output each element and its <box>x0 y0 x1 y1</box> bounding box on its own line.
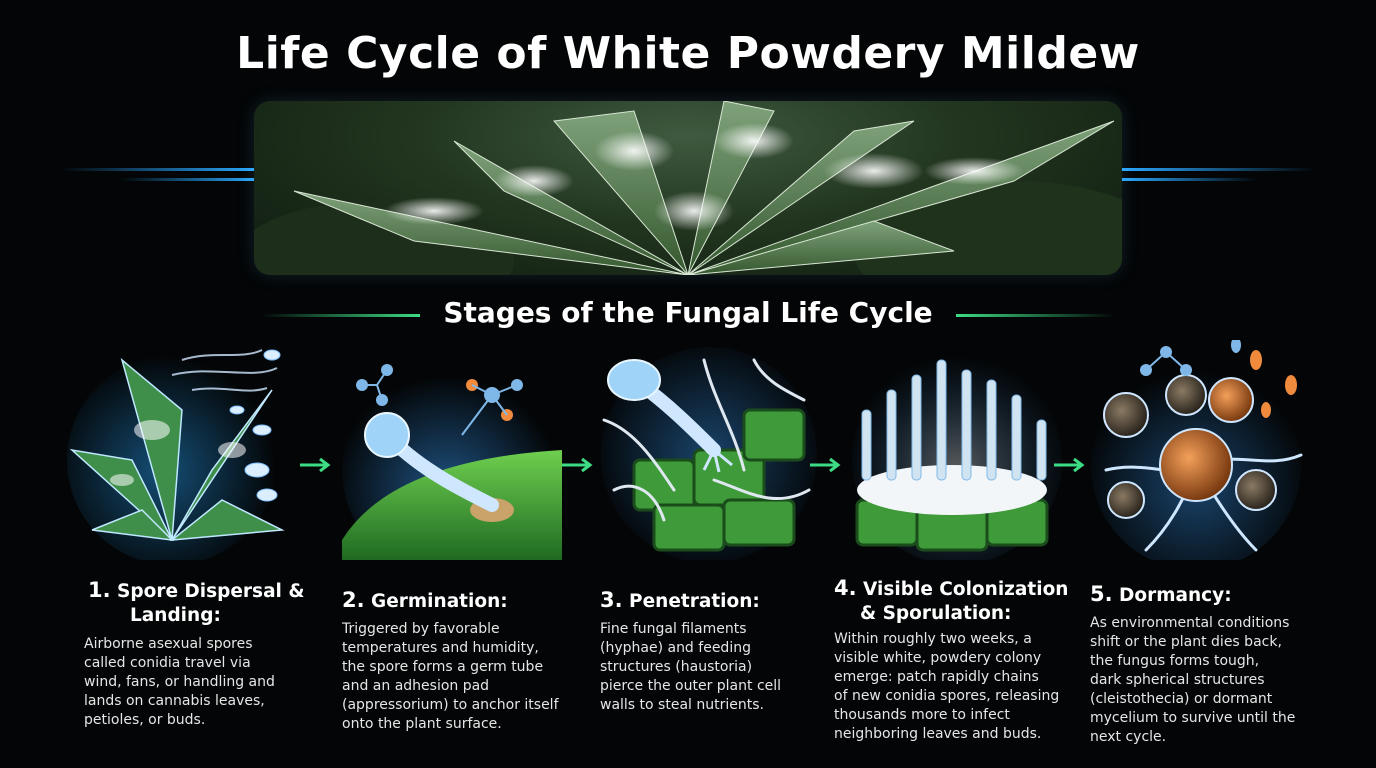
conidia-chains-icon <box>842 340 1072 560</box>
stage-5-description: As environmental conditions shift or the… <box>1090 615 1296 745</box>
stage-3-description: Fine fungal filaments (hyphae) and feedi… <box>600 621 782 713</box>
arrow-icon <box>810 457 841 473</box>
arrow-icon <box>562 457 593 473</box>
section-subtitle: Stages of the Fungal Life Cycle <box>443 296 933 329</box>
stage-2-description: Triggered by favorable temperatures and … <box>342 621 559 732</box>
stage-2-title: 2. Germination: <box>342 588 508 612</box>
page-title: Life Cycle of White Powdery Mildew <box>236 28 1140 79</box>
stage-4-title: 4. Visible Colonization & Sporulation: <box>834 576 1069 624</box>
hero-glow-lines <box>60 168 1317 181</box>
arrow-icon <box>1054 457 1085 473</box>
wind-spores-leaf-icon <box>62 340 292 560</box>
stage-5-title: 5. Dormancy: <box>1090 582 1232 606</box>
arrow-icon <box>300 457 331 473</box>
hero-leaf-image <box>254 101 1122 275</box>
subtitle-glow-lines <box>260 314 1116 317</box>
stage-1-description: Airborne asexual spores called conidia t… <box>84 636 275 728</box>
stage-3-title: 3. Penetration: <box>600 588 760 612</box>
hyphae-penetration-icon <box>594 340 824 560</box>
cleistothecia-icon <box>1086 340 1316 560</box>
stage-4-description: Within roughly two weeks, a visible whit… <box>834 631 1060 742</box>
germ-tube-icon <box>332 340 562 560</box>
stage-1-title: 1. Spore Dispersal & Landing: <box>88 578 305 626</box>
